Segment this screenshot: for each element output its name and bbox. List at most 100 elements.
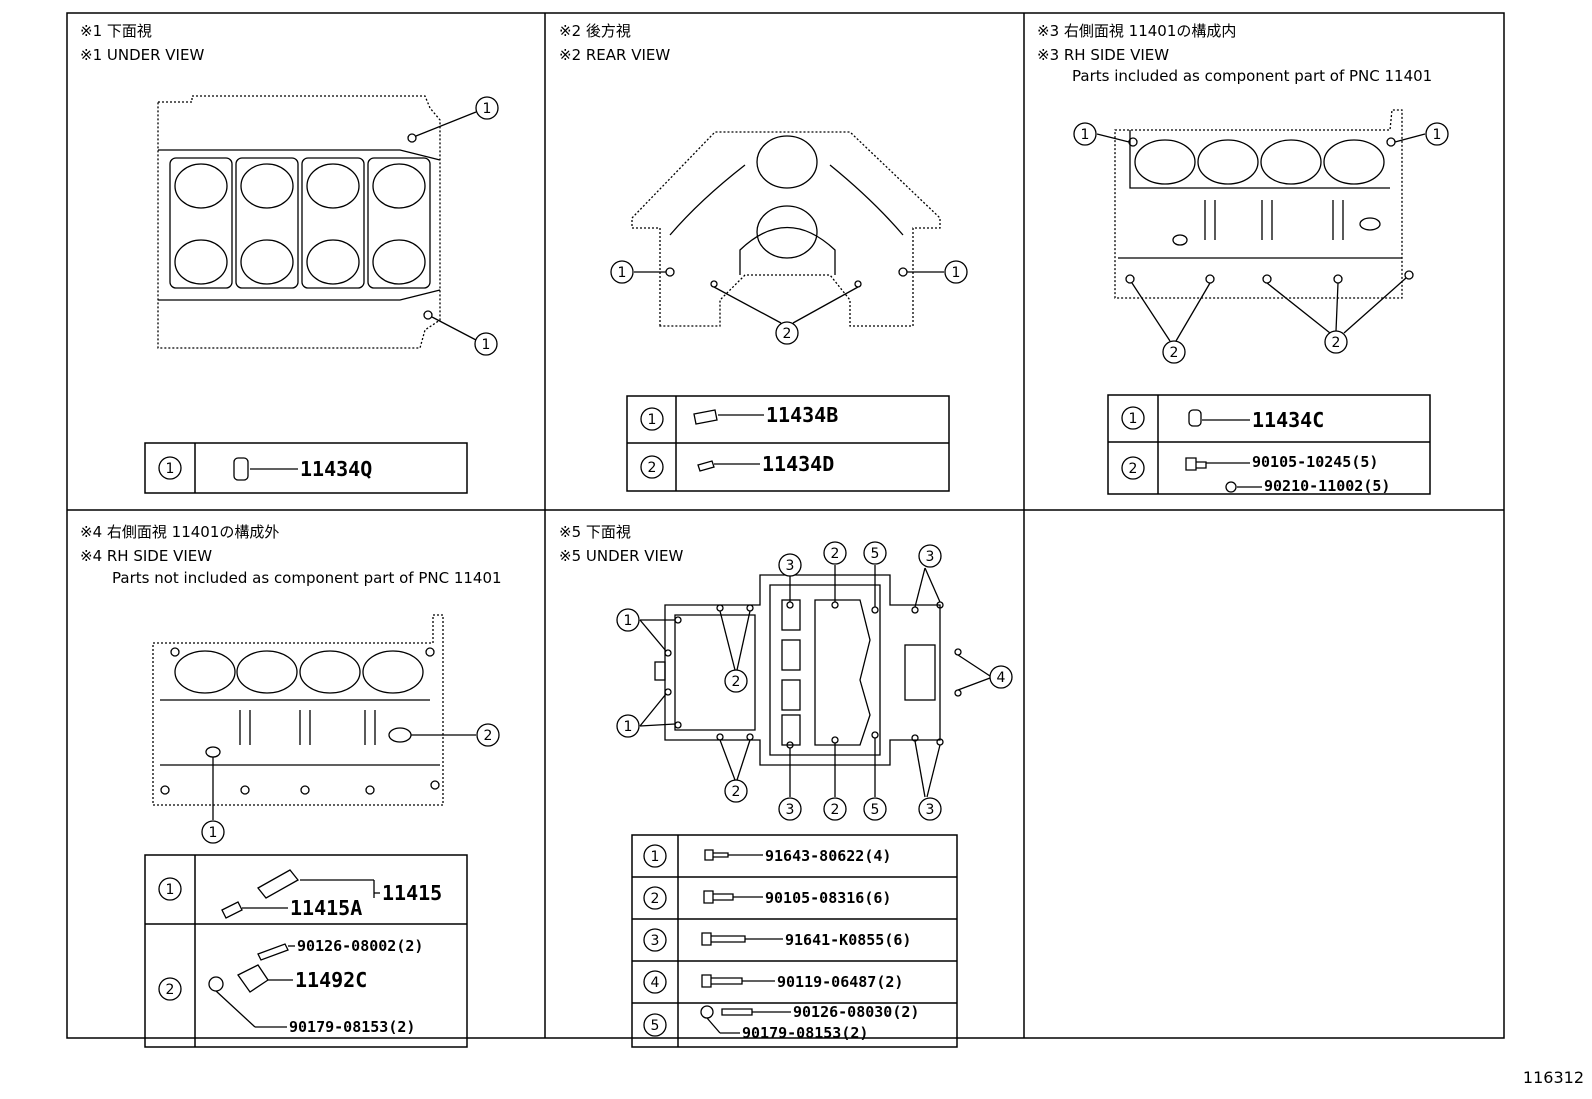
- legend-number: 2: [1129, 461, 1138, 477]
- part-number: 90126-08030(2): [793, 1003, 919, 1021]
- stud-icon: [721, 1008, 753, 1016]
- part-number: 90179-08153(2): [289, 1018, 415, 1036]
- part-number: 11415: [382, 881, 442, 905]
- bolt-icon: [1185, 457, 1207, 471]
- callout-number: 2: [1332, 335, 1341, 351]
- callout-number: 2: [831, 546, 840, 562]
- callout-number: 1: [624, 719, 633, 735]
- panel-4-title-jp: ※4 右側面視 11401の構成外: [80, 523, 279, 541]
- callout-number: 3: [926, 549, 935, 565]
- legend-number: 1: [166, 882, 175, 898]
- callout-number: 1: [952, 265, 961, 281]
- panel-3-rh-side-view: ※3 右側面視 11401の構成内 ※3 RH SIDE VIEW Parts …: [1037, 22, 1449, 495]
- callout-circle: [475, 96, 499, 120]
- part-number: 11492C: [295, 968, 367, 992]
- panel-3-title-en: ※3 RH SIDE VIEW: [1037, 46, 1169, 64]
- part-number: 90179-08153(2): [742, 1024, 868, 1042]
- callout-number: 2: [732, 784, 741, 800]
- legend-table-panel-5: 1 91643-80622(4) 2 90105-08316(6) 3 9164…: [631, 834, 958, 1048]
- engine-block-rh-side-drawing-2: 2 1: [152, 614, 500, 844]
- panel-3-title-jp: ※3 右側面視 11401の構成内: [1037, 22, 1236, 40]
- callout-number: 5: [871, 546, 880, 562]
- oil-pan-underside-drawing: 3 2 5 3 1 1 2 2 4 3 2 5 3: [616, 541, 1013, 821]
- callout-number: 2: [831, 802, 840, 818]
- part-number: 11434C: [1252, 408, 1324, 432]
- legend-number: 3: [651, 933, 660, 949]
- panel-4-rh-side-view: ※4 右側面視 11401の構成外 ※4 RH SIDE VIEW Parts …: [80, 523, 502, 1048]
- callout-number: 3: [786, 558, 795, 574]
- engine-block-underside-drawing: 1 1: [157, 95, 499, 356]
- legend-table-panel-1: 1 11434Q: [144, 442, 468, 494]
- part-number: 11434Q: [300, 457, 372, 481]
- part-number: 90105-10245(5): [1252, 453, 1378, 471]
- part-number: 90119-06487(2): [777, 973, 903, 991]
- panel-1-under-view: ※1 下面視 ※1 UNDER VIEW 1 1: [80, 22, 499, 494]
- legend-number: 2: [651, 891, 660, 907]
- legend-table-panel-4: 1 11415 11415A 2 90126-08002(2) 11492C 9…: [144, 854, 468, 1048]
- callout-number: 2: [484, 728, 493, 744]
- panel-2-title-jp: ※2 後方視: [559, 22, 631, 40]
- panel-4-title-en: ※4 RH SIDE VIEW: [80, 547, 212, 565]
- pin-icon: [693, 409, 718, 425]
- panel-5-under-view: ※5 下面視 ※5 UNDER VIEW: [559, 523, 1013, 1048]
- sheet-frame: [66, 12, 1505, 1039]
- callout-circle: [610, 260, 634, 284]
- callout-circle: [775, 321, 799, 345]
- part-number: 90105-08316(6): [765, 889, 891, 907]
- callout-number: 3: [786, 802, 795, 818]
- legend-number: 2: [166, 982, 175, 998]
- engine-block-rear-drawing: 1 1 2: [610, 131, 968, 345]
- legend-number: 4: [651, 975, 660, 991]
- callout-number: 3: [926, 802, 935, 818]
- legend-number-circle: [158, 456, 182, 480]
- part-number: 11434D: [762, 452, 834, 476]
- panel-4-note: Parts not included as component part of …: [112, 569, 502, 587]
- legend-number: 1: [166, 461, 175, 477]
- dowel-pin-icon: [233, 457, 249, 481]
- callout-number: 1: [624, 613, 633, 629]
- part-number: 90210-11002(5): [1264, 477, 1390, 495]
- callout-circle: [944, 260, 968, 284]
- panel-2-rear-view: ※2 後方視 ※2 REAR VIEW 1 1 2: [559, 22, 968, 492]
- legend-table-panel-3: 1 11434C 2 90105-10245(5) 90210-11002(5): [1107, 394, 1431, 495]
- stud-icon: [257, 943, 289, 961]
- nut-icon: [208, 976, 224, 992]
- legend-number: 1: [651, 849, 660, 865]
- bolt-icon: [703, 890, 734, 904]
- callout-number: 1: [483, 101, 492, 117]
- callout-number: 1: [482, 337, 491, 353]
- callout-number: 4: [997, 670, 1006, 686]
- legend-number: 1: [1129, 411, 1138, 427]
- panel-5-title-jp: ※5 下面視: [559, 523, 631, 541]
- part-number: 90126-08002(2): [297, 937, 423, 955]
- bolt-icon: [704, 849, 729, 861]
- callout-number: 1: [1081, 127, 1090, 143]
- legend-number: 5: [651, 1018, 660, 1034]
- panel-2-title-en: ※2 REAR VIEW: [559, 46, 670, 64]
- figure-number: 116312: [1522, 1068, 1584, 1087]
- bracket-icon: [237, 964, 269, 993]
- panel-5-title-en: ※5 UNDER VIEW: [559, 547, 683, 565]
- legend-number: 2: [648, 460, 657, 476]
- part-number: 11415A: [290, 896, 362, 920]
- part-number: 11434B: [766, 403, 838, 427]
- callout-number: 1: [1433, 127, 1442, 143]
- pin-icon: [697, 460, 715, 472]
- callout-number: 5: [871, 802, 880, 818]
- panel-1-title-en: ※1 UNDER VIEW: [80, 46, 204, 64]
- legend-number: 1: [648, 412, 657, 428]
- callout-number: 1: [209, 825, 218, 841]
- union-icon: [257, 869, 299, 899]
- part-number: 91641-K0855(6): [785, 931, 911, 949]
- callout-number: 2: [1170, 345, 1179, 361]
- bolt-icon: [701, 932, 746, 946]
- bolt-icon: [701, 974, 743, 988]
- panel-1-title-jp: ※1 下面視: [80, 22, 152, 40]
- legend-table-panel-2: 1 11434B 2 11434D: [626, 395, 950, 492]
- union-icon: [221, 901, 243, 919]
- plug-icon: [1225, 481, 1237, 493]
- nut-icon: [700, 1005, 714, 1019]
- callout-number: 1: [618, 265, 627, 281]
- callout-number: 2: [732, 674, 741, 690]
